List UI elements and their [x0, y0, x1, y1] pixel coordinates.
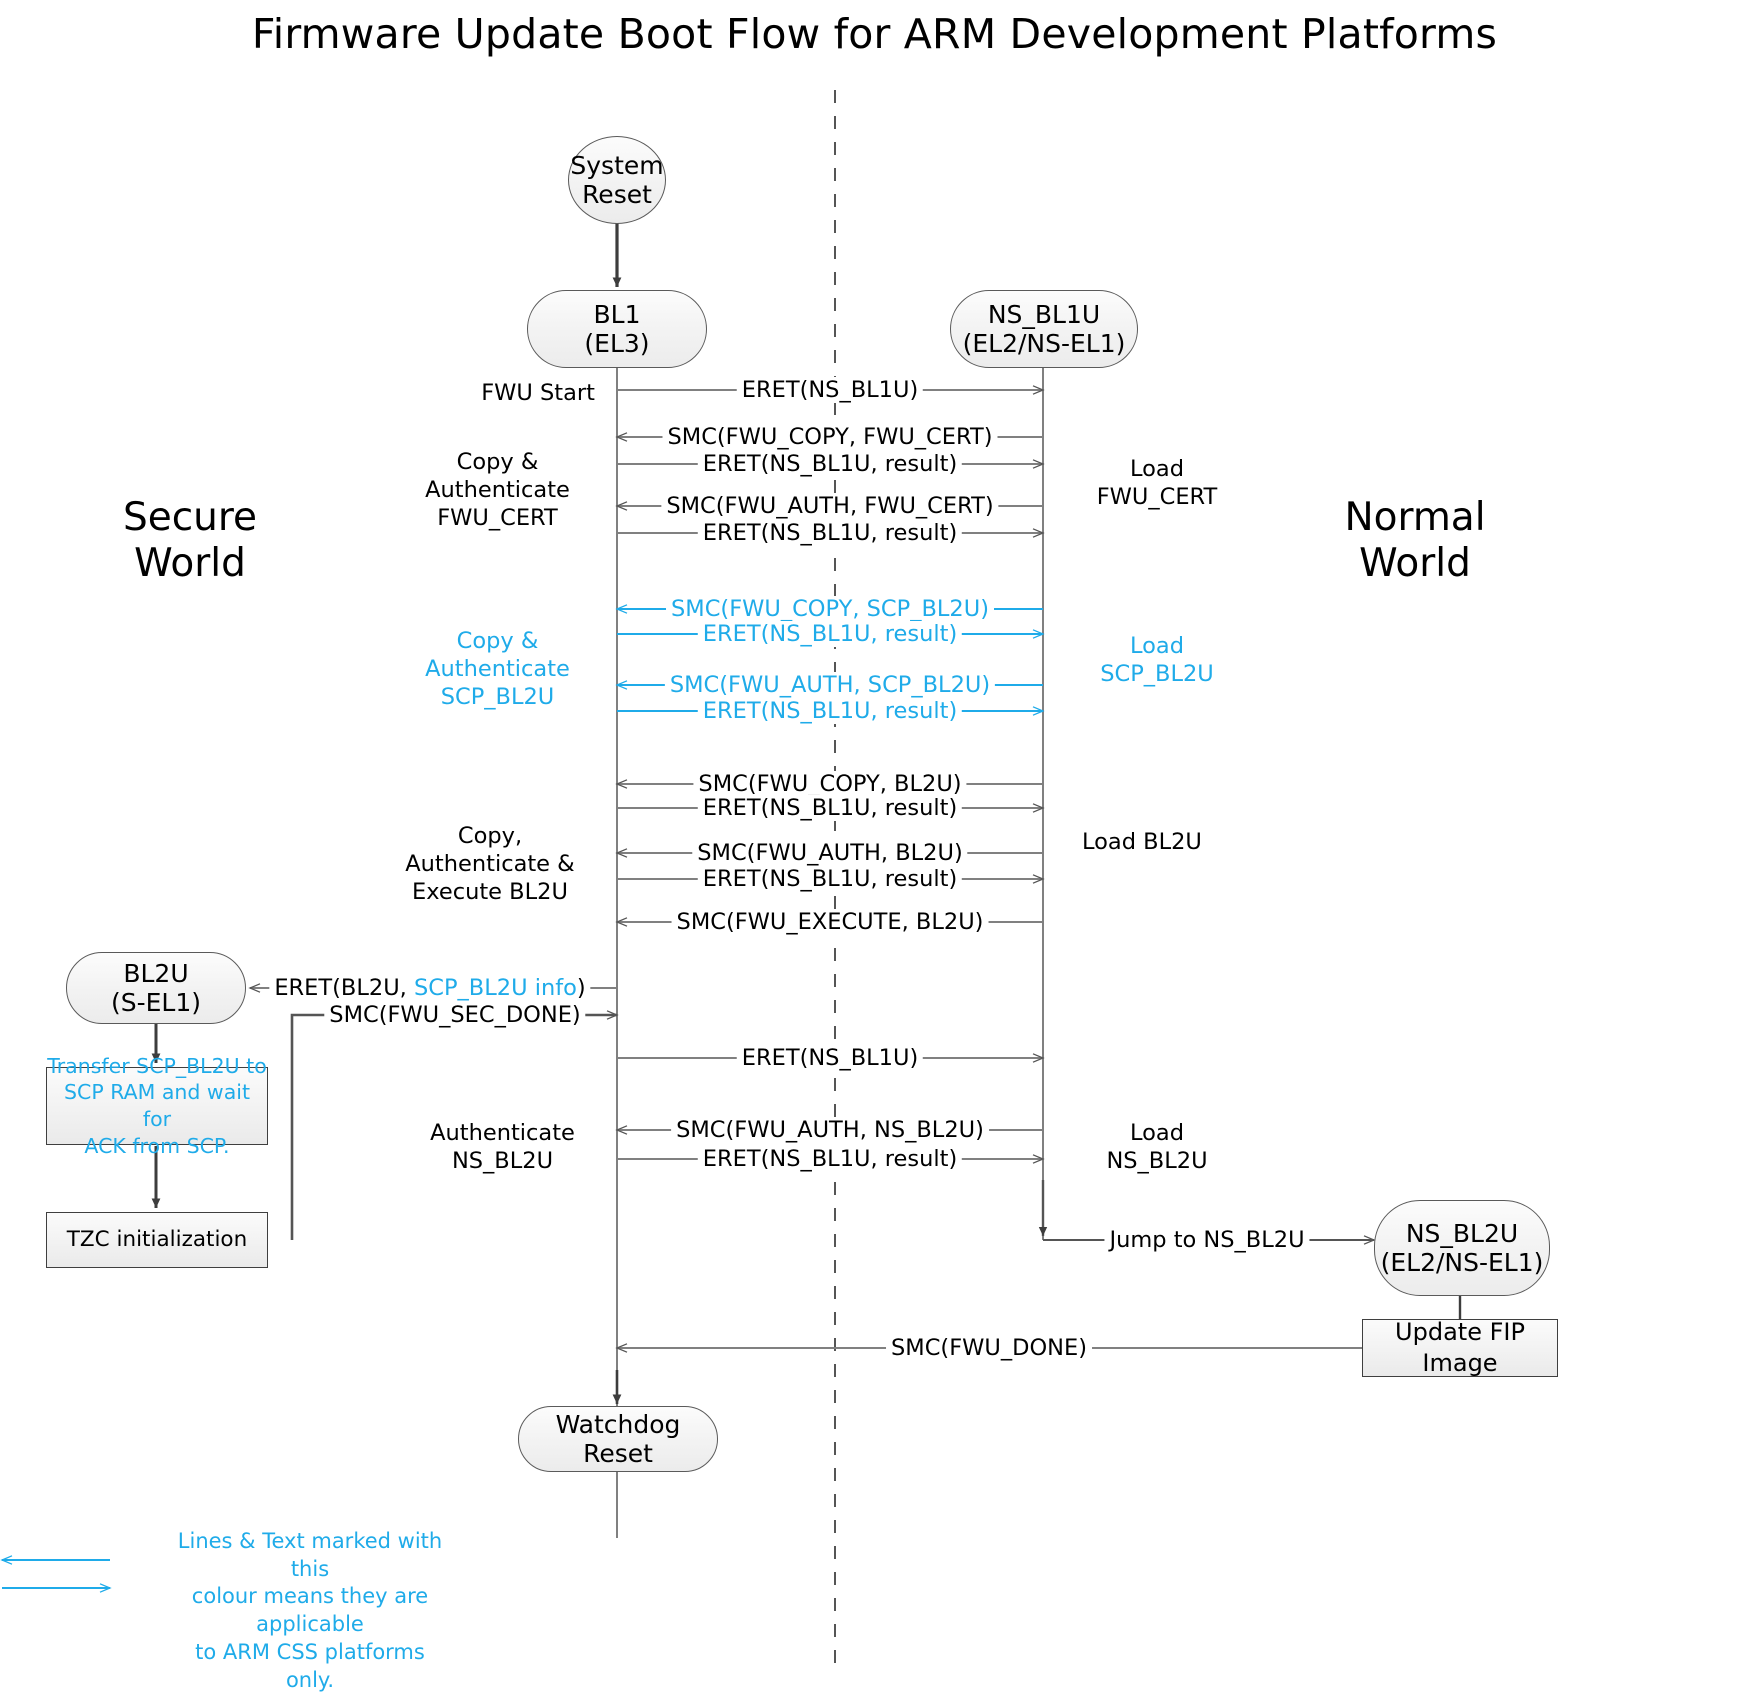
note-tzc-initialization: TZC initialization	[46, 1212, 268, 1268]
ans-line2: NS_BL2U	[451, 1148, 554, 1175]
normal-world-line1: Normal	[1344, 495, 1486, 540]
caf-line3: FWU_CERT	[437, 505, 558, 532]
lb2-line1: Load BL2U	[1082, 829, 1202, 855]
lns-line2: NS_BL2U	[1106, 1148, 1208, 1175]
message-label-m2: SMC(FWU_COPY, FWU_CERT)	[662, 424, 998, 450]
node-update-fip-image[interactable]: Update FIP Image	[1362, 1317, 1558, 1377]
node-watchdog-reset[interactable]: Watchdog Reset	[518, 1406, 718, 1472]
lfc-line2: FWU_CERT	[1096, 484, 1218, 511]
bl1-line1: BL1	[593, 300, 641, 329]
message-label-m4: SMC(FWU_AUTH, FWU_CERT)	[661, 493, 999, 519]
message-label-m18: SMC(FWU_AUTH, NS_BL2U)	[671, 1117, 989, 1143]
transfer-scp-line3: ACK from SCP.	[84, 1133, 230, 1158]
cas-line2: Authenticate	[425, 656, 570, 683]
message-label-m20: Jump to NS_BL2U	[1104, 1227, 1310, 1253]
node-system-reset[interactable]: System Reset	[568, 136, 666, 224]
message-label-m17: ERET(NS_BL1U)	[736, 1045, 924, 1071]
message-label-m11: ERET(NS_BL1U, result)	[697, 795, 963, 821]
annotation-copy-auth-execute-bl2u: Copy, Authenticate & Execute BL2U	[385, 822, 595, 906]
bl2u-line1: BL2U	[123, 959, 189, 988]
ns-bl2u-line2: (EL2/NS-EL1)	[1380, 1248, 1544, 1277]
fwu-start-text: FWU Start	[481, 380, 595, 406]
note-transfer-scp-bl2u: Transfer SCP_BL2U to SCP RAM and wait fo…	[46, 1054, 268, 1158]
m15-cyan: SCP_BL2U info	[413, 975, 577, 1001]
update-fip-label: Update FIP Image	[1395, 1317, 1525, 1377]
message-label-m7: ERET(NS_BL1U, result)	[697, 621, 963, 647]
annotation-load-ns-bl2u: Load NS_BL2U	[1062, 1119, 1252, 1175]
annotation-fwu-start: FWU Start	[340, 379, 595, 407]
secure-world-line1: Secure	[122, 495, 258, 540]
annotation-copy-auth-scp-bl2u: Copy & Authenticate SCP_BL2U	[400, 627, 595, 711]
annotation-authenticate-ns-bl2u: Authenticate NS_BL2U	[410, 1119, 595, 1175]
message-label-m9: ERET(NS_BL1U, result)	[697, 698, 963, 724]
watchdog-reset-label: Watchdog Reset	[555, 1410, 681, 1468]
secure-world-line2: World	[134, 541, 246, 587]
annotation-load-bl2u: Load BL2U	[1082, 828, 1292, 856]
bl1-line2: (EL3)	[584, 329, 650, 358]
system-reset-line2: Reset	[582, 180, 652, 209]
legend-line1: Lines & Text marked with this	[177, 1529, 443, 1581]
legend-text: Lines & Text marked with this colour mea…	[175, 1528, 445, 1694]
bl2u-line2: (S-EL1)	[110, 988, 202, 1017]
message-label-m19: ERET(NS_BL1U, result)	[697, 1146, 963, 1172]
cae-line2: Authenticate &	[405, 851, 575, 878]
annotation-copy-auth-fwu-cert: Copy & Authenticate FWU_CERT	[400, 448, 595, 532]
lsc-line2: SCP_BL2U	[1100, 661, 1214, 688]
message-label-m13: ERET(NS_BL1U, result)	[697, 866, 963, 892]
message-label-m12: SMC(FWU_AUTH, BL2U)	[692, 840, 968, 866]
message-label-m3: ERET(NS_BL1U, result)	[697, 451, 963, 477]
lsc-line1: Load	[1130, 633, 1184, 659]
node-bl2u[interactable]: BL2U (S-EL1)	[66, 952, 246, 1024]
message-label-m21: SMC(FWU_DONE)	[886, 1335, 1092, 1361]
legend-line2: colour means they are applicable	[191, 1584, 429, 1637]
message-label-m8: SMC(FWU_AUTH, SCP_BL2U)	[664, 672, 996, 698]
legend-line3: to ARM CSS platforms only.	[195, 1639, 425, 1692]
message-label-m15: ERET(BL2U, SCP_BL2U info)	[269, 975, 591, 1001]
annotation-load-fwu-cert: Load FWU_CERT	[1062, 455, 1252, 511]
cas-line1: Copy &	[456, 628, 539, 654]
message-label-m16: SMC(FWU_SEC_DONE)	[324, 1002, 586, 1028]
secure-world-label: Secure World	[60, 495, 320, 587]
transfer-scp-line2: SCP RAM and wait for	[64, 1080, 250, 1131]
message-label-m5: ERET(NS_BL1U, result)	[697, 520, 963, 546]
normal-world-line2: World	[1359, 541, 1471, 587]
ns-bl2u-line1: NS_BL2U	[1405, 1219, 1519, 1248]
m15-pre: ERET(BL2U,	[274, 975, 414, 1001]
transfer-scp-line1: Transfer SCP_BL2U to	[47, 1053, 267, 1078]
node-ns-bl2u[interactable]: NS_BL2U (EL2/NS-EL1)	[1374, 1200, 1550, 1296]
cae-line3: Execute BL2U	[412, 879, 568, 906]
message-label-m10: SMC(FWU_COPY, BL2U)	[693, 771, 967, 797]
m15-post: )	[576, 975, 586, 1001]
annotation-load-scp-bl2u: Load SCP_BL2U	[1062, 632, 1252, 688]
message-label-m6: SMC(FWU_COPY, SCP_BL2U)	[666, 596, 994, 622]
caf-line2: Authenticate	[425, 477, 570, 504]
lfc-line1: Load	[1130, 456, 1184, 482]
node-ns-bl1u[interactable]: NS_BL1U (EL2/NS-EL1)	[950, 290, 1138, 368]
system-reset-line1: System	[570, 151, 664, 180]
message-label-m1: ERET(NS_BL1U)	[736, 377, 924, 403]
ans-line1: Authenticate	[430, 1120, 575, 1146]
node-bl1[interactable]: BL1 (EL3)	[527, 290, 707, 368]
cae-line1: Copy,	[457, 823, 523, 849]
cas-line3: SCP_BL2U	[440, 684, 555, 711]
message-label-m14: SMC(FWU_EXECUTE, BL2U)	[671, 909, 989, 935]
page-title: Firmware Update Boot Flow for ARM Develo…	[251, 10, 1498, 58]
normal-world-label: Normal World	[1285, 495, 1545, 587]
ns-bl1u-line1: NS_BL1U	[987, 300, 1101, 329]
caf-line1: Copy &	[456, 449, 539, 475]
ns-bl1u-line2: (EL2/NS-EL1)	[962, 329, 1126, 358]
lns-line1: Load	[1130, 1120, 1184, 1146]
tzc-init-label: TZC initialization	[66, 1227, 248, 1253]
